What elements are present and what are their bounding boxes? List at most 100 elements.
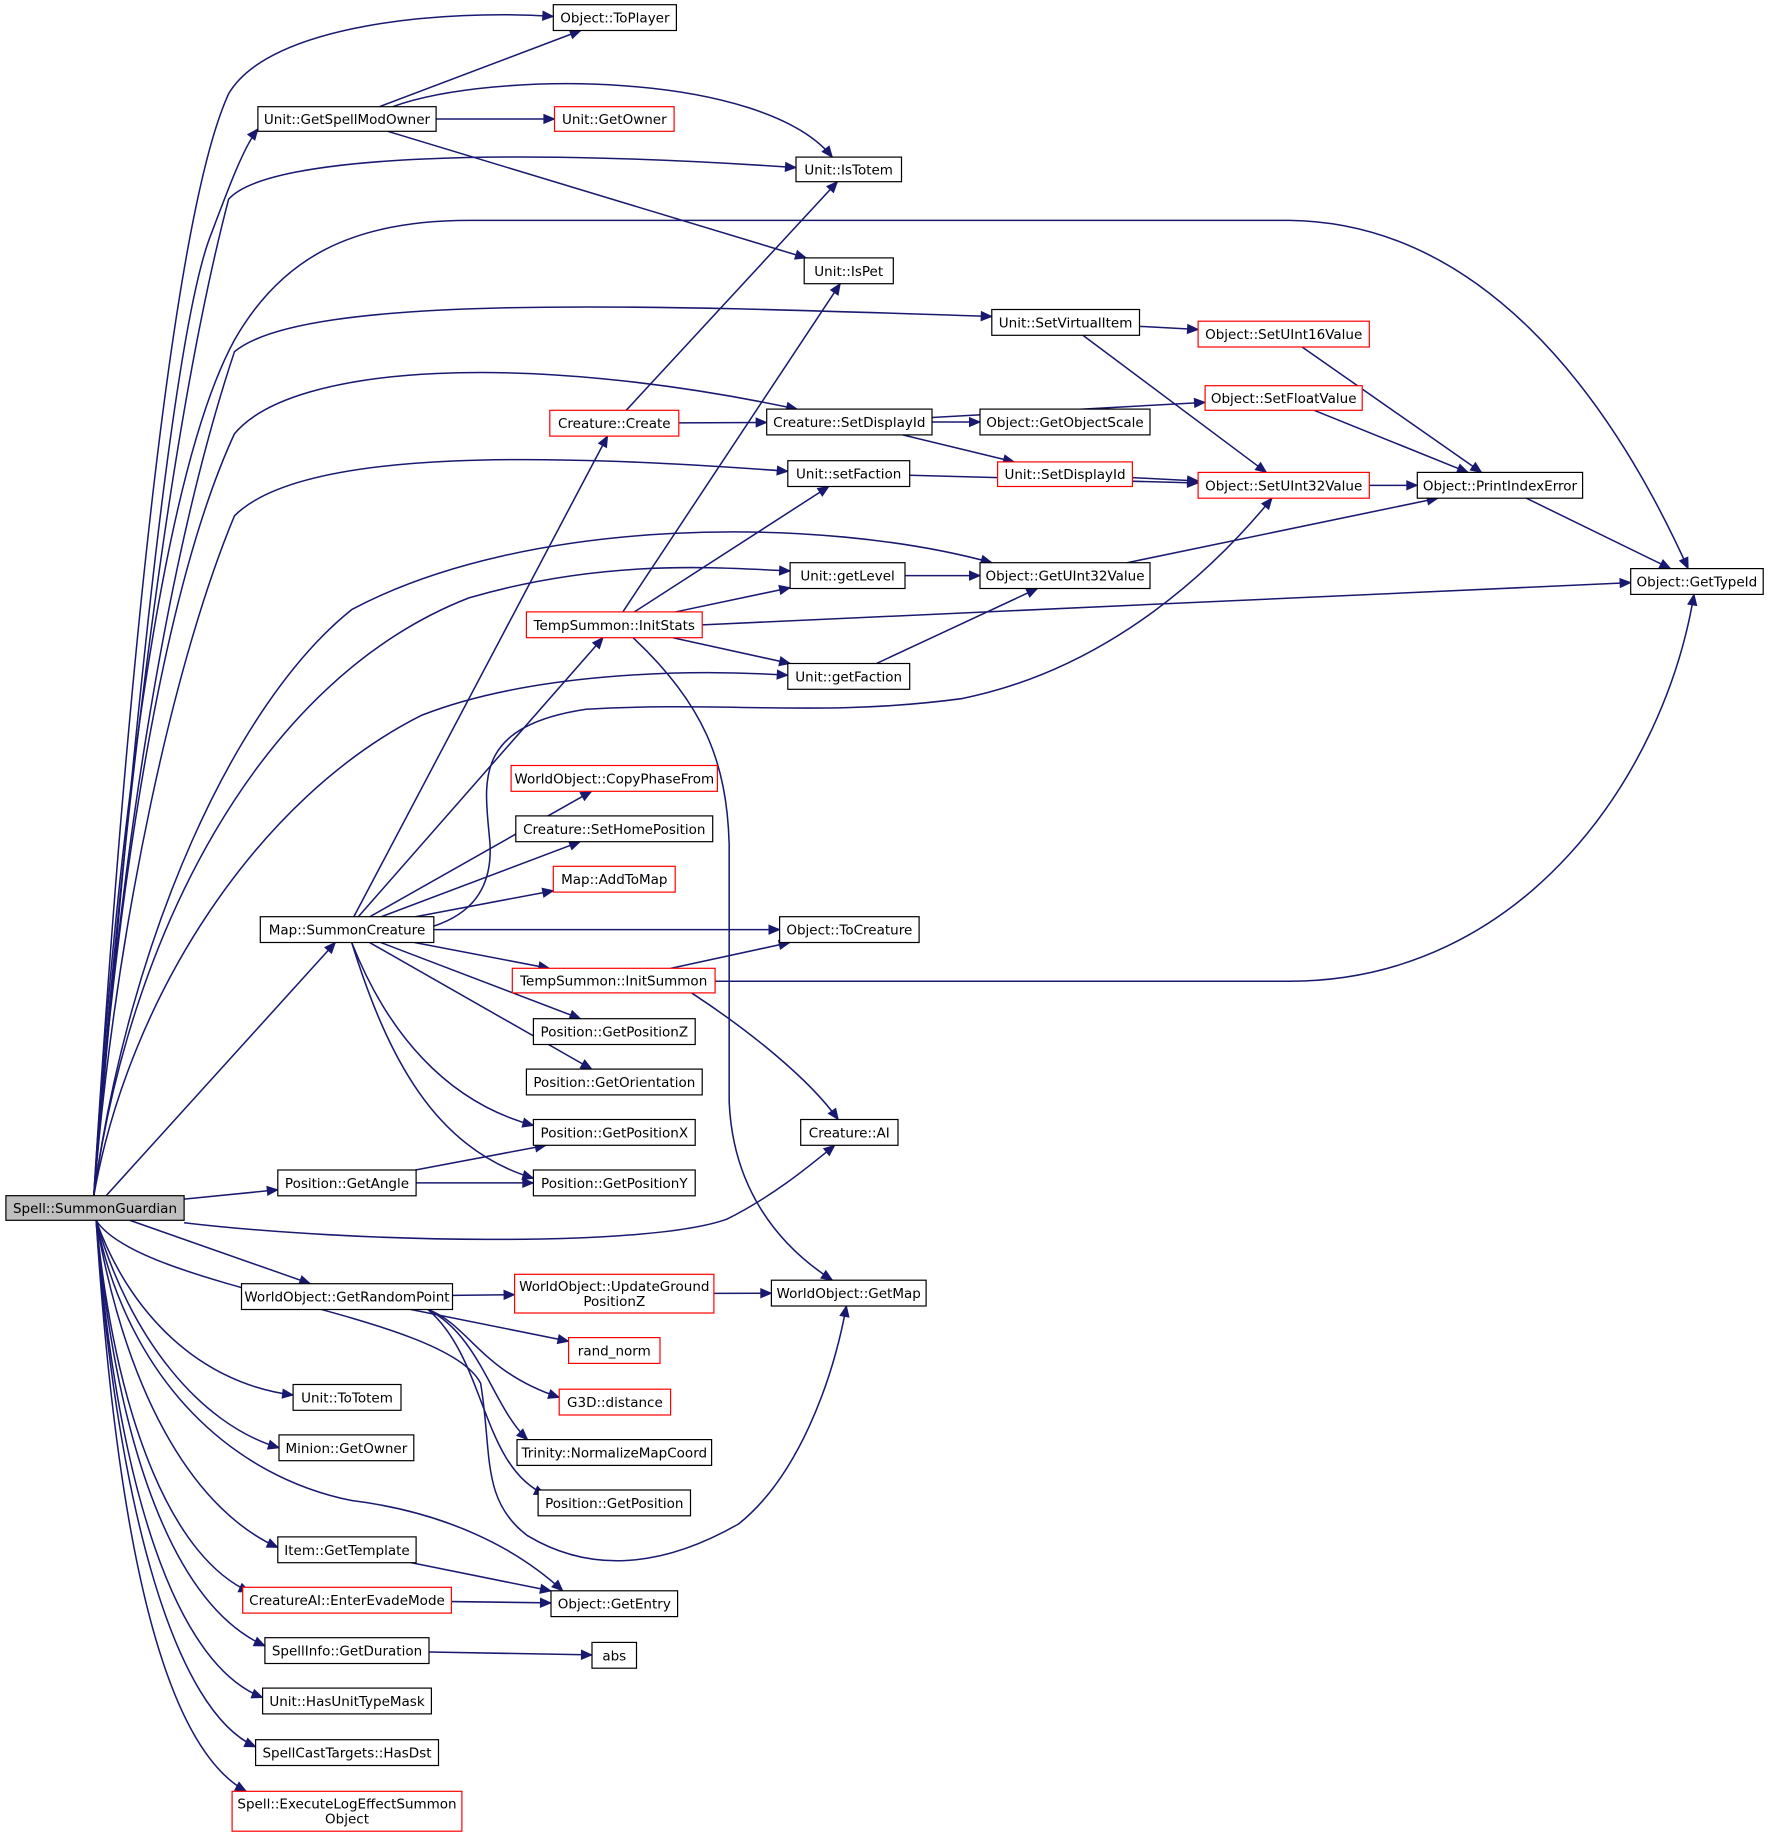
node-unit_setdisplayid[interactable]: Unit::SetDisplayId	[996, 461, 1133, 488]
node-unit_getowner[interactable]: Unit::GetOwner	[553, 106, 675, 132]
edge-arrowhead	[794, 249, 808, 260]
node-box	[787, 460, 911, 488]
node-label: Map::SummonCreature	[269, 923, 426, 939]
node-label: Trinity::NormalizeMapCoord	[521, 1446, 708, 1462]
node-box	[558, 1388, 672, 1416]
node-creature_create[interactable]: Creature::Create	[549, 409, 680, 437]
node-unit_istotem[interactable]: Unit::IsTotem	[795, 156, 903, 183]
edge-map_summoncreature-to-position_getpositiony	[350, 942, 535, 1181]
node-unit_getlevel[interactable]: Unit::getLevel	[789, 562, 906, 590]
edge-spell_summonguardian-to-minion_getowner	[95, 1220, 281, 1450]
node-tempsummon_initsummon[interactable]: TempSummon::InitSummon	[511, 967, 716, 994]
node-box	[803, 257, 894, 285]
node-label: Item::GetTemplate	[284, 1543, 410, 1559]
node-unit_setfaction[interactable]: Unit::setFaction	[787, 460, 911, 488]
node-abs[interactable]: abs	[591, 1641, 638, 1669]
node-unit_hasunittypemask[interactable]: Unit::HasUnitTypeMask	[262, 1687, 433, 1715]
node-trinity_normalizemapcoord[interactable]: Trinity::NormalizeMapCoord	[516, 1438, 713, 1466]
node-object_getuint32value[interactable]: Object::GetUInt32Value	[979, 562, 1151, 590]
node-spellcasttargets_hasdst[interactable]: SpellCastTargets::HasDst	[255, 1739, 440, 1767]
node-object_tocreature[interactable]: Object::ToCreature	[778, 916, 920, 944]
edge-arrowhead	[521, 1170, 535, 1181]
node-worldobject_getmap[interactable]: WorldObject::GetMap	[770, 1279, 927, 1307]
node-unit_setvirtualitem[interactable]: Unit::SetVirtualItem	[991, 308, 1141, 336]
node-minion_getowner[interactable]: Minion::GetOwner	[278, 1434, 415, 1462]
edge-arrowhead	[768, 924, 781, 935]
edge-object_getuint32value-to-object_printindexerror	[1127, 495, 1440, 564]
node-creature_ai[interactable]: Creature::AI	[800, 1118, 899, 1146]
edge-line	[427, 1308, 529, 1441]
edge-line	[672, 636, 791, 665]
edge-arrowhead	[1025, 587, 1039, 598]
node-label: Map::AddToMap	[561, 872, 667, 888]
edge-line	[369, 790, 592, 918]
edge-arrowhead	[821, 145, 834, 159]
edge-line	[95, 1220, 247, 1792]
node-label: Unit::getLevel	[800, 569, 894, 585]
node-spellinfo_getduration[interactable]: SpellInfo::GetDuration	[264, 1637, 430, 1665]
edge-line	[625, 181, 838, 411]
node-label: Object::SetFloatValue	[1211, 391, 1357, 407]
node-object_getentry[interactable]: Object::GetEntry	[550, 1590, 679, 1618]
edge-arrowhead	[243, 1737, 257, 1748]
node-unit_ispet[interactable]: Unit::IsPet	[803, 257, 894, 285]
node-unit_tototem[interactable]: Unit::ToTotem	[292, 1383, 402, 1411]
node-creature_sethomeposition[interactable]: Creature::SetHomePosition	[515, 815, 714, 843]
node-unit_getfaction[interactable]: Unit::getFaction	[787, 662, 911, 690]
edge-creature_create-to-unit_istotem	[625, 180, 839, 411]
node-label: Unit::IsTotem	[804, 162, 893, 178]
node-creatureai_enterevademode[interactable]: CreatureAI::EnterEvadeMode	[242, 1586, 452, 1614]
edge-line	[410, 1561, 552, 1592]
node-object_printindexerror[interactable]: Object::PrintIndexError	[1416, 471, 1584, 499]
edge-arrowhead	[839, 1304, 850, 1318]
node-object_setuint32value[interactable]: Object::SetUInt32Value	[1197, 471, 1370, 499]
edge-arrowhead	[551, 1579, 564, 1592]
node-g3d_distance[interactable]: G3D::distance	[558, 1388, 672, 1416]
node-position_getpositionz[interactable]: Position::GetPositionZ	[532, 1018, 696, 1046]
node-position_getpositionx[interactable]: Position::GetPositionX	[532, 1118, 696, 1146]
node-object_getobjectscale[interactable]: Object::GetObjectScale	[979, 408, 1151, 436]
edge-spell_summonguardian-to-unit_getspellmodowner	[93, 128, 259, 1196]
node-position_getorientation[interactable]: Position::GetOrientation	[525, 1068, 703, 1096]
edge-line	[369, 941, 593, 1070]
node-position_getangle[interactable]: Position::GetAngle	[277, 1169, 417, 1197]
node-worldobject_copyphasefrom[interactable]: WorldObject::CopyPhaseFrom	[510, 764, 719, 792]
edge-arrowhead	[1687, 593, 1698, 607]
node-object_setfloatvalue[interactable]: Object::SetFloatValue	[1204, 385, 1363, 411]
edge-arrowhead	[521, 1117, 535, 1128]
node-unit_getspellmodowner[interactable]: Unit::GetSpellModOwner	[257, 106, 437, 132]
edge-line	[410, 1308, 569, 1343]
edge-arrowhead	[826, 180, 839, 194]
edge-worldobject_updategroundpositionz-to-worldobject_getmap	[713, 1288, 773, 1299]
edge-line	[633, 485, 830, 613]
edge-tempsummon_initsummon-to-object_gettypeid	[715, 593, 1698, 982]
node-position_getpositiony[interactable]: Position::GetPositionY	[532, 1169, 696, 1197]
edge-line	[392, 82, 833, 158]
edge-arrowhead	[265, 1538, 279, 1548]
node-worldobject_getrandompoint[interactable]: WorldObject::GetRandomPoint	[240, 1283, 454, 1311]
node-rand_norm[interactable]: rand_norm	[567, 1336, 661, 1364]
node-tempsummon_initstats[interactable]: TempSummon::InitStats	[525, 611, 703, 639]
node-object_gettypeid[interactable]: Object::GetTypeId	[1630, 567, 1764, 595]
edge-arrowhead	[1619, 577, 1632, 589]
node-object_setuint16value[interactable]: Object::SetUInt16Value	[1197, 320, 1370, 348]
node-box	[1204, 385, 1363, 411]
node-creature_setdisplayid[interactable]: Creature::SetDisplayId	[766, 408, 933, 436]
node-object_toplayer[interactable]: Object::ToPlayer	[552, 4, 677, 32]
node-item_gettemplate[interactable]: Item::GetTemplate	[277, 1536, 417, 1564]
edge-arrowhead	[568, 29, 582, 40]
edge-arrowhead	[1193, 397, 1207, 409]
node-map_addtomap[interactable]: Map::AddToMap	[552, 865, 676, 893]
edge-line	[93, 671, 788, 1196]
edge-spell_summonguardian-to-object_getentry	[95, 1220, 564, 1592]
node-position_getposition[interactable]: Position::GetPosition	[537, 1489, 692, 1517]
node-label: SpellCastTargets::HasDst	[262, 1746, 431, 1762]
node-map_summoncreature[interactable]: Map::SummonCreature	[259, 916, 435, 944]
edge-layer	[93, 10, 1698, 1792]
node-box	[277, 1169, 417, 1197]
node-box	[277, 1536, 417, 1564]
node-spell_summonguardian[interactable]: Spell::SummonGuardian	[5, 1195, 185, 1221]
